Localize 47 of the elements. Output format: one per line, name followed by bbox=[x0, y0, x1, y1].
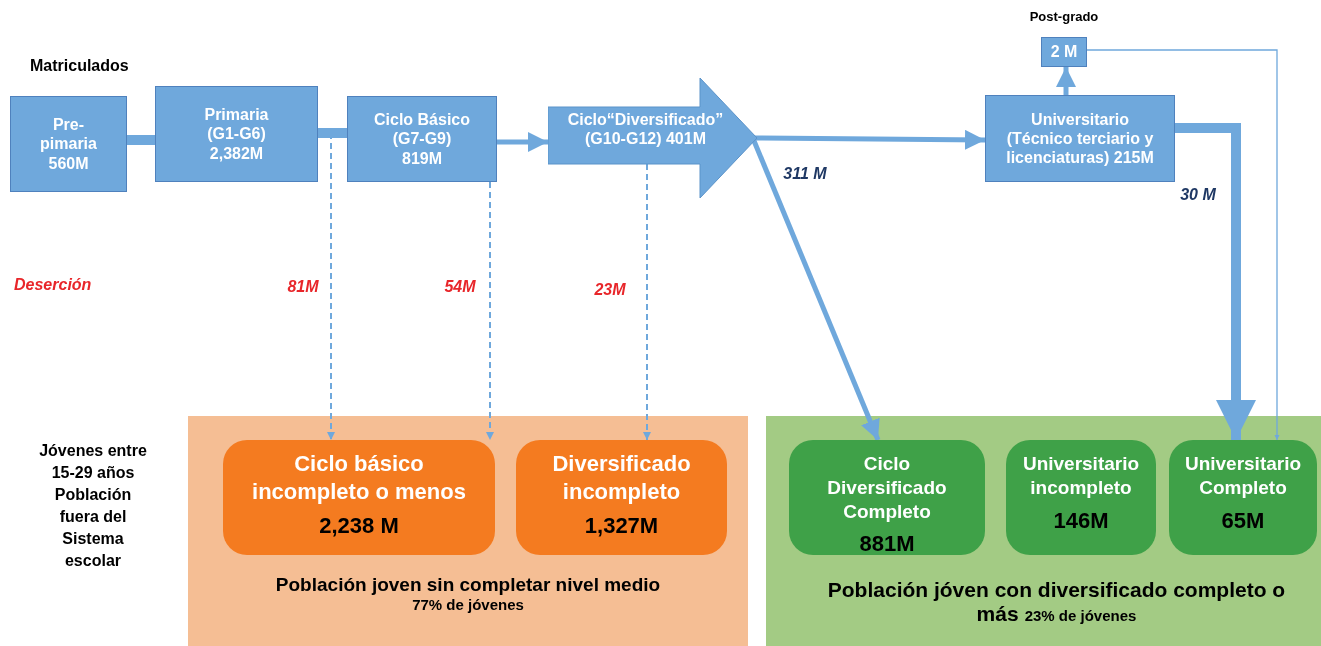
box-title: Ciclo Diversificado Completo bbox=[826, 452, 948, 524]
edge-label: 23M bbox=[593, 281, 627, 299]
panel-caption: Población jóven con diversificado completo o más 23% de jóvenes bbox=[826, 578, 1287, 627]
box-title: Diversificado incompleto bbox=[551, 450, 692, 505]
box-value: 65M bbox=[1221, 507, 1265, 534]
result-box bbox=[789, 440, 985, 555]
box-title: Universitario incompleto bbox=[1022, 452, 1140, 500]
box-text: Ciclo“Diversificado” (G10-G12) 401M bbox=[566, 110, 725, 149]
stage-box bbox=[1041, 37, 1087, 67]
stage-box bbox=[155, 86, 318, 182]
box-value: 1,327M bbox=[584, 513, 659, 539]
group-panel bbox=[766, 416, 1321, 646]
annotation: Deserción bbox=[14, 275, 93, 295]
stage-box bbox=[347, 96, 497, 182]
flow-arrow bbox=[1175, 123, 1256, 440]
result-box bbox=[1169, 440, 1317, 555]
group-panel bbox=[188, 416, 748, 646]
box-title: Ciclo básico incompleto o menos bbox=[251, 450, 467, 505]
box-value: 2,238 M bbox=[319, 513, 399, 539]
box-value: 146M bbox=[1053, 507, 1109, 534]
connector-bar bbox=[318, 128, 347, 138]
box-value: 881M bbox=[859, 531, 915, 558]
section-heading: Matriculados bbox=[30, 56, 130, 76]
panel-caption: Población joven sin completar nivel medio 77% de jóvenes bbox=[274, 574, 662, 613]
flow-arrow bbox=[1056, 67, 1076, 95]
result-box bbox=[223, 440, 495, 555]
box-text: Universitario (Técnico terciario y licenciaturas) 215M bbox=[1005, 109, 1155, 168]
result-box bbox=[1006, 440, 1156, 555]
edge-label: 30 M bbox=[1179, 186, 1217, 204]
box-text: Ciclo Básico (G7-G9) 819M bbox=[373, 110, 471, 168]
box-caption: Post-grado bbox=[1028, 9, 1100, 24]
edge-label: 54M bbox=[443, 278, 477, 296]
flow-arrow bbox=[643, 163, 651, 441]
result-box bbox=[516, 440, 727, 555]
edge-label: 311 M bbox=[782, 165, 828, 183]
box-title: Universitario Completo bbox=[1184, 452, 1302, 500]
connector-bar bbox=[127, 135, 155, 145]
box-text: 2 M bbox=[1050, 42, 1078, 62]
box-text: Pre-pimaria 560M bbox=[39, 115, 98, 173]
stage-box bbox=[10, 96, 127, 192]
flow-arrow bbox=[1086, 49, 1280, 441]
flow-arrow bbox=[497, 132, 548, 152]
edge-label: 81M bbox=[286, 278, 320, 296]
box-text: Primaria (G1-G6) 2,382M bbox=[203, 105, 270, 163]
flow-arrow bbox=[486, 181, 494, 441]
side-heading: Jóvenes entre 15-29 años Población fuera del Sistema escolar bbox=[38, 441, 148, 572]
stage-box bbox=[985, 95, 1175, 182]
